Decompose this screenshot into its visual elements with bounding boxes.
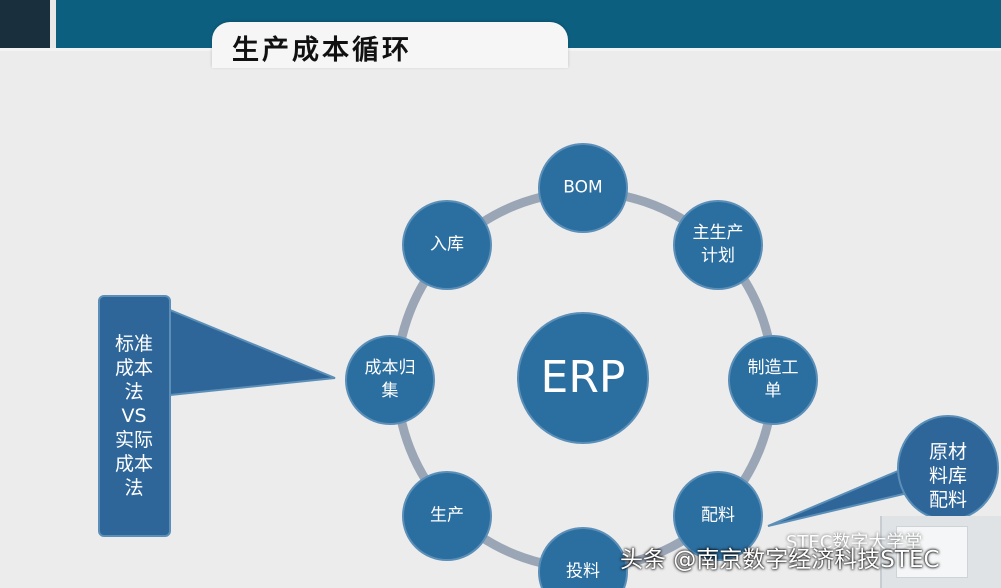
- node-production[interactable]: [402, 471, 492, 561]
- node-label-warehousing: 入库: [430, 234, 464, 255]
- video-thumbnail: [880, 516, 1001, 588]
- page-title: 生产成本循环: [232, 35, 412, 66]
- node-material-prep[interactable]: [673, 471, 763, 561]
- header-corner-block: [0, 0, 50, 48]
- node-label-cost-collection: 成本归 集: [364, 358, 416, 401]
- node-cost-collection[interactable]: [345, 335, 435, 425]
- center-label-erp: ERP: [540, 352, 626, 403]
- node-label-material-prep: 配料: [701, 505, 735, 526]
- watermark-secondary: STEC数字大学堂: [786, 532, 923, 553]
- node-label-work-order: 制造工 单: [747, 358, 799, 401]
- node-label-feeding: 投料: [566, 561, 600, 582]
- header-separator: [50, 0, 56, 48]
- callout-pointer-left: [169, 308, 336, 397]
- node-bom[interactable]: [538, 143, 628, 233]
- node-label-production: 生产: [430, 505, 464, 526]
- watermark-main: 头条 @南京数字经济科技STEC: [620, 547, 940, 573]
- node-warehousing[interactable]: [402, 200, 492, 290]
- callout-box-costing-method[interactable]: [98, 295, 171, 537]
- title-tab: [212, 22, 568, 68]
- node-label-bom: BOM: [563, 177, 603, 198]
- node-feeding[interactable]: [538, 527, 628, 588]
- node-label-mps: 主生产 计划: [692, 223, 744, 266]
- thumbnail-screen: [896, 526, 968, 578]
- center-node-erp[interactable]: [517, 312, 649, 444]
- node-work-order[interactable]: [728, 335, 818, 425]
- node-mps[interactable]: [673, 200, 763, 290]
- callout-label-costing-method: 标准 成本 法 VS 实际 成本 法: [114, 333, 154, 499]
- callout-label-raw-material: 原材 料库 配料: [928, 441, 968, 511]
